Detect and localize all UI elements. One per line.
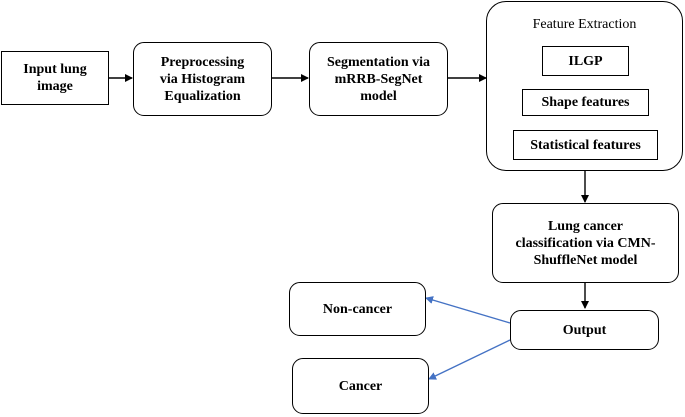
classification-node-label: Lung cancer classification via CMN- Shuf… — [515, 218, 656, 268]
classification-node: Lung cancer classification via CMN- Shuf… — [492, 203, 679, 283]
non-cancer-node: Non-cancer — [289, 282, 426, 336]
statistical-features-box: Statistical features — [513, 130, 658, 160]
output-node: Output — [510, 310, 659, 350]
shape-features-box: Shape features — [522, 89, 649, 116]
ilgp-box: ILGP — [542, 46, 629, 76]
input-node-label: Input lung image — [23, 62, 87, 94]
feature-extraction-node: Feature Extraction ILGP Shape features S… — [486, 1, 683, 171]
shape-features-label: Shape features — [541, 95, 630, 110]
statistical-features-label: Statistical features — [530, 137, 641, 153]
preprocessing-node-label: Preprocessing via Histogram Equalization — [159, 54, 246, 104]
preprocessing-node: Preprocessing via Histogram Equalization — [133, 42, 272, 116]
input-node: Input lung image — [1, 51, 109, 105]
segmentation-node-label: Segmentation via mRRB-SegNet model — [326, 54, 431, 104]
arrow-output-to-cancer — [428, 339, 511, 380]
arrow-output-to-non-cancer — [425, 296, 511, 324]
non-cancer-node-label: Non-cancer — [322, 301, 393, 317]
output-node-label: Output — [562, 322, 607, 338]
feature-extraction-title: Feature Extraction — [532, 17, 637, 32]
segmentation-node: Segmentation via mRRB-SegNet model — [309, 42, 448, 116]
cancer-node: Cancer — [292, 358, 429, 414]
ilgp-label: ILGP — [568, 53, 603, 69]
cancer-node-label: Cancer — [338, 378, 383, 394]
